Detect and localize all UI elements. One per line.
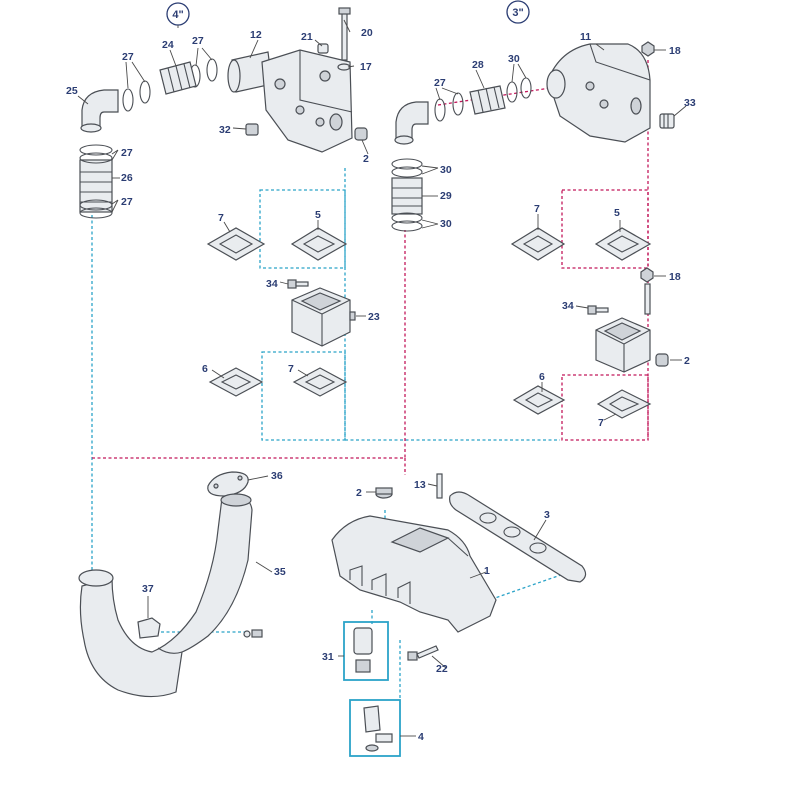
callout-7-lower-left: 7	[288, 363, 294, 375]
bolt-34-left	[287, 279, 309, 289]
svg-text:4": 4"	[172, 9, 183, 21]
callout-12: 12	[250, 29, 262, 41]
flange-gasket-36	[207, 471, 249, 497]
callout-24: 24	[162, 39, 174, 51]
callout-5-right: 5	[614, 207, 620, 219]
callout-30-mid: 30	[440, 164, 452, 176]
plug-2-upper-left	[354, 127, 368, 141]
callout-21: 21	[301, 31, 313, 43]
plug-21	[317, 43, 329, 54]
plug-32	[245, 123, 259, 136]
callout-4: 4	[418, 731, 424, 743]
stud-20	[338, 7, 351, 61]
callout-13: 13	[414, 479, 426, 491]
bracket-37	[137, 617, 161, 639]
elbow-hose-right	[394, 101, 429, 145]
callout-5-left: 5	[315, 209, 321, 221]
bolt-34-right	[587, 305, 609, 315]
fitting-33	[659, 113, 675, 129]
callout-27-top-a: 27	[122, 51, 134, 63]
clamp-bolt-35	[243, 629, 263, 638]
gasket-5-upper-left	[290, 227, 348, 261]
callout-27-top-b: 27	[192, 35, 204, 47]
stud-13	[436, 473, 443, 499]
callout-3: 3	[544, 509, 550, 521]
callout-20: 20	[361, 27, 373, 39]
exhaust-hose-28	[469, 85, 506, 115]
callout-7-lower-right: 7	[598, 417, 604, 429]
callout-23: 23	[368, 311, 380, 323]
callout-6-left: 6	[202, 363, 208, 375]
callout-labels: 20 21 17 12 24 27 27 25 32 2 27 26 27 7 …	[66, 27, 696, 743]
magenta-dashed-assembly-lines	[92, 60, 649, 475]
exhaust-hose-29	[391, 158, 423, 232]
bolt-22	[407, 645, 439, 661]
drain-plug-kit-31-box	[343, 621, 389, 681]
size-label-4-inch: 4"	[166, 2, 190, 26]
gasket-7-upper-left	[206, 227, 266, 261]
callout-28: 28	[472, 59, 484, 71]
gasket-6-left	[208, 367, 264, 397]
spacer-block-left	[291, 287, 351, 347]
callout-27-right: 27	[434, 77, 446, 89]
callout-29: 29	[440, 190, 452, 202]
exhaust-hose-24	[159, 61, 197, 95]
elbow-hose-25	[80, 89, 119, 133]
spacer-block-right	[595, 317, 651, 373]
callout-22: 22	[436, 663, 448, 675]
callout-32: 32	[219, 124, 231, 136]
callout-30-low: 30	[440, 218, 452, 230]
callout-27-mid: 27	[121, 147, 133, 159]
exhaust-hose-26	[79, 144, 113, 219]
callout-6-right: 6	[539, 371, 545, 383]
callout-31: 31	[322, 651, 334, 663]
callout-27-low: 27	[121, 196, 133, 208]
callout-17: 17	[360, 61, 372, 73]
manifold-gasket-3	[449, 491, 587, 583]
callout-34-right: 34	[562, 300, 574, 312]
callout-36: 36	[271, 470, 283, 482]
callout-18-mid: 18	[669, 271, 681, 283]
callout-37: 37	[142, 583, 154, 595]
callout-7-upper-right: 7	[534, 203, 540, 215]
callout-33: 33	[684, 97, 696, 109]
cyan-dashed-assembly-lines	[91, 168, 576, 700]
y-pipe-35	[78, 493, 253, 698]
callout-35: 35	[274, 566, 286, 578]
hose-clamp-30-top	[506, 77, 532, 103]
callout-25: 25	[66, 85, 78, 97]
exhaust-riser-body-3-inch	[546, 43, 651, 143]
exhaust-manifold-1	[331, 515, 497, 633]
plug-2-lower	[375, 487, 393, 499]
size-label-3-inch: 3"	[506, 0, 530, 24]
callout-26: 26	[121, 172, 133, 184]
gasket-7-upper-right	[510, 227, 566, 261]
svg-text:3": 3"	[512, 7, 523, 19]
gasket-6-right	[512, 385, 566, 415]
callout-2-upper: 2	[363, 153, 369, 165]
nut-18-top	[641, 41, 655, 57]
gasket-7-lower-right	[596, 389, 652, 419]
nut-18-mid	[640, 267, 654, 315]
screw-23	[349, 311, 356, 321]
callout-30-top: 30	[508, 53, 520, 65]
gasket-5-upper-right	[594, 227, 652, 261]
exhaust-riser-body-4-inch	[261, 49, 353, 153]
callout-7-upper-left: 7	[218, 212, 224, 224]
leader-lines	[77, 19, 687, 737]
callout-2-lower: 2	[356, 487, 362, 499]
plug-2-right	[655, 353, 669, 367]
callout-18-top: 18	[669, 45, 681, 57]
callout-2-right: 2	[684, 355, 690, 367]
fitting-kit-4-box	[349, 699, 401, 757]
callout-11: 11	[580, 31, 591, 43]
callout-1: 1	[484, 565, 490, 577]
callout-34-left: 34	[266, 278, 278, 290]
